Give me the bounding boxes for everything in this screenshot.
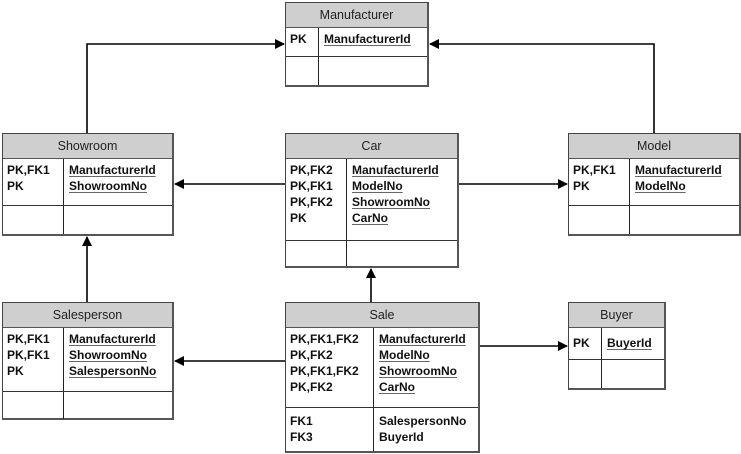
pk-section: PK,FK1 PK ManufacturerId ModelNo [569, 159, 739, 206]
entity-title: Model [569, 134, 739, 159]
entity-title: Salesperson [3, 303, 172, 328]
attribute-section: FK1 FK3 SalespersonNo BuyerId [286, 408, 478, 451]
key-label: PK,FK1,FK2 [290, 332, 359, 346]
attribute-column: ManufacturerId ShowroomNo [64, 159, 172, 205]
entity-title: Sale [286, 303, 478, 328]
key-label: PK,FK1 [7, 348, 50, 362]
pk-section: PK,FK1,FK2 PK,FK2 PK,FK1,FK2 PK,FK2 Manu… [286, 328, 478, 408]
attribute-name: CarNo [379, 380, 416, 394]
key-label: PK,FK2 [290, 348, 333, 362]
key-label: PK [7, 364, 24, 378]
attribute-name: ModelNo [379, 348, 430, 362]
key-label: PK,FK2 [290, 195, 333, 209]
key-column [569, 360, 602, 388]
attribute-section [569, 206, 739, 234]
attribute-name: BuyerId [379, 430, 424, 444]
entity-manufacturer[interactable]: Manufacturer PK ManufacturerId [285, 2, 429, 87]
attribute-name: ShowroomNo [69, 179, 147, 193]
pk-section: PK ManufacturerId [286, 28, 427, 57]
key-column: PK,FK1 PK [569, 159, 630, 205]
key-label: PK,FK2 [290, 163, 333, 177]
key-label: PK [290, 211, 307, 225]
key-label: PK [290, 32, 307, 46]
attribute-column: ManufacturerId ModelNo ShowroomNo CarNo [374, 328, 478, 407]
pk-section: PK,FK1 PK,FK1 PK ManufacturerId Showroom… [3, 328, 172, 392]
link-model-manufacturer [429, 39, 655, 133]
attribute-section [569, 360, 664, 388]
attribute-name: SalespersonNo [379, 414, 467, 428]
entity-sale[interactable]: Sale PK,FK1,FK2 PK,FK2 PK,FK1,FK2 PK,FK2… [285, 302, 480, 453]
key-column [286, 241, 347, 266]
key-column [569, 206, 630, 234]
entity-title: Buyer [569, 303, 664, 328]
attribute-name: ManufacturerId [69, 163, 156, 177]
key-label: PK [573, 336, 590, 350]
attribute-column: ManufacturerId ShowroomNo SalespersonNo [64, 328, 172, 391]
key-label: PK,FK1,FK2 [290, 364, 359, 378]
attribute-name: BuyerId [607, 336, 652, 350]
pk-section: PK,FK2 PK,FK1 PK,FK2 PK ManufacturerId M… [286, 159, 457, 241]
attribute-name: ManufacturerId [69, 332, 156, 346]
attribute-column: SalespersonNo BuyerId [374, 408, 478, 451]
attribute-name: ManufacturerId [379, 332, 466, 346]
key-column: FK1 FK3 [286, 408, 374, 451]
attribute-section [3, 206, 172, 234]
attribute-name: CarNo [352, 211, 389, 225]
key-label: PK,FK1 [573, 163, 616, 177]
attribute-name: ModelNo [635, 179, 686, 193]
attribute-section [286, 241, 457, 266]
key-column [286, 57, 319, 85]
key-column [3, 206, 64, 234]
entity-buyer[interactable]: Buyer PK BuyerId [568, 302, 666, 390]
attribute-name: ManufacturerId [635, 163, 722, 177]
entity-title: Showroom [3, 134, 172, 159]
attribute-column: BuyerId [602, 328, 664, 359]
entity-showroom[interactable]: Showroom PK,FK1 PK ManufacturerId Showro… [2, 133, 174, 236]
key-label: PK,FK1 [7, 332, 50, 346]
link-showroom-manufacturer [86, 39, 285, 133]
key-column: PK,FK1,FK2 PK,FK2 PK,FK1,FK2 PK,FK2 [286, 328, 374, 407]
key-column [3, 392, 64, 419]
attribute-section [3, 392, 172, 419]
key-label: FK1 [290, 414, 313, 428]
key-column: PK,FK2 PK,FK1 PK,FK2 PK [286, 159, 347, 240]
attribute-name: ManufacturerId [324, 32, 411, 46]
attribute-name: ShowroomNo [379, 364, 457, 378]
key-column: PK,FK1 PK [3, 159, 64, 205]
key-label: PK,FK1 [290, 179, 333, 193]
key-column: PK,FK1 PK,FK1 PK [3, 328, 64, 391]
attribute-name: ModelNo [352, 179, 403, 193]
key-column: PK [286, 28, 319, 56]
key-label: PK,FK2 [290, 380, 333, 394]
attribute-column: ManufacturerId [319, 28, 427, 56]
entity-title: Manufacturer [286, 3, 427, 28]
pk-section: PK,FK1 PK ManufacturerId ShowroomNo [3, 159, 172, 206]
entity-car[interactable]: Car PK,FK2 PK,FK1 PK,FK2 PK Manufacturer… [285, 133, 459, 268]
key-label: FK3 [290, 430, 313, 444]
key-label: PK [7, 179, 24, 193]
entity-title: Car [286, 134, 457, 159]
attribute-column: ManufacturerId ModelNo [630, 159, 739, 205]
attribute-name: SalespersonNo [69, 364, 157, 378]
attribute-name: ManufacturerId [352, 163, 439, 177]
attribute-section [286, 57, 427, 85]
entity-salesperson[interactable]: Salesperson PK,FK1 PK,FK1 PK Manufacture… [2, 302, 174, 420]
attribute-name: ShowroomNo [352, 195, 430, 209]
key-label: PK [573, 179, 590, 193]
attribute-column: ManufacturerId ModelNo ShowroomNo CarNo [347, 159, 457, 240]
key-column: PK [569, 328, 602, 359]
key-label: PK,FK1 [7, 163, 50, 177]
attribute-name: ShowroomNo [69, 348, 147, 362]
entity-model[interactable]: Model PK,FK1 PK ManufacturerId ModelNo [568, 133, 741, 236]
pk-section: PK BuyerId [569, 328, 664, 360]
